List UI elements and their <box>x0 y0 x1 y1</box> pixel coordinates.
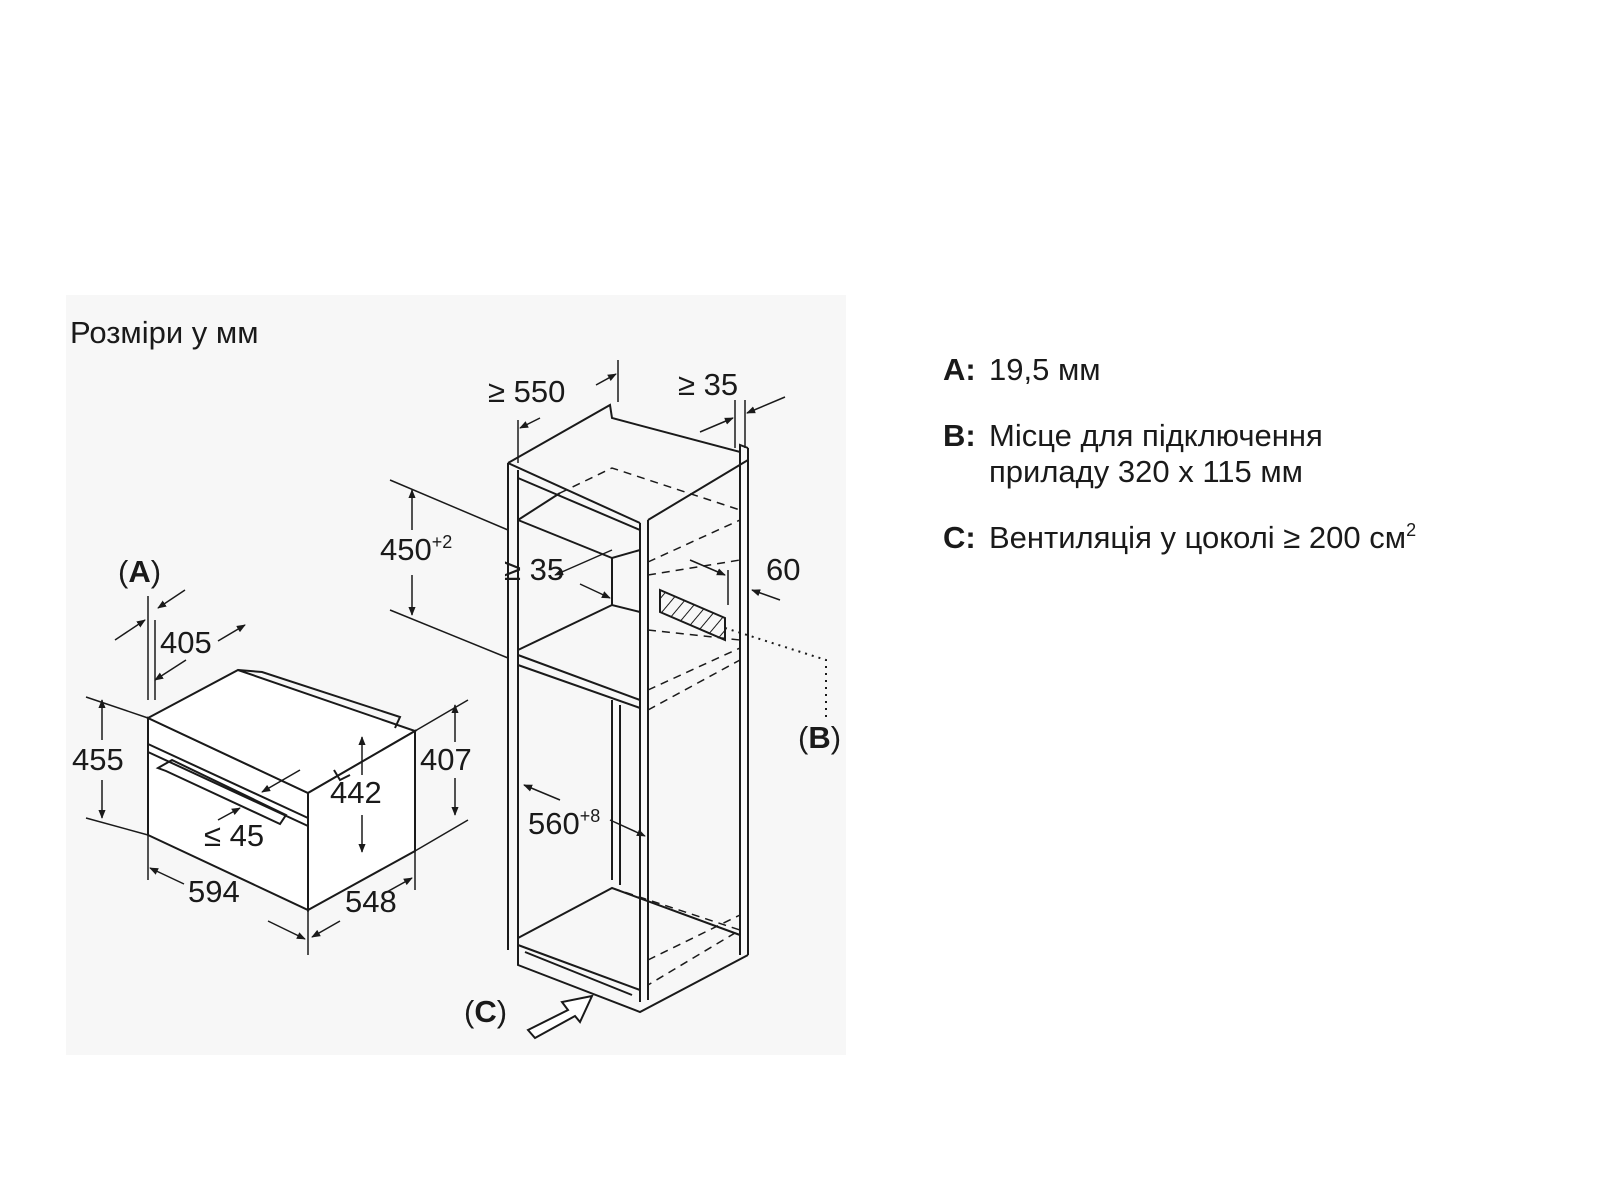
oven-width-top-label: 405 <box>160 625 212 660</box>
oven-handle-gap-label: ≤ 45 <box>204 818 264 853</box>
legend-superscript: 2 <box>1406 520 1417 540</box>
oven-handle <box>155 758 288 826</box>
oven-width-front-label: 594 <box>188 874 240 909</box>
cabinet-drawing <box>507 403 749 1014</box>
legend-text: 19,5 мм <box>989 352 1101 387</box>
oven-height-right-label: 407 <box>420 742 472 777</box>
legend-item-a: A: 19,5 мм <box>943 352 1563 388</box>
ventilation-arrow-c <box>526 994 594 1040</box>
cabinet-niche-height-label: 450+2 <box>380 532 452 567</box>
legend-item-b: B: Місце для підключення приладу 320 x 1… <box>943 418 1563 490</box>
oven-height-left-label: 455 <box>72 742 124 777</box>
cabinet-dimension-lines <box>389 360 786 837</box>
legend-text: Місце для підключення приладу 320 x 115 … <box>989 418 1323 489</box>
oven-height-inner-label: 442 <box>330 775 382 810</box>
legend: A: 19,5 мм B: Місце для підключення прил… <box>943 352 1563 586</box>
cabinet-shelf-gap-label: ≥ 35 <box>504 552 564 587</box>
legend-item-c: C: Вентиляція у цоколі ≥ 200 см2 <box>943 520 1563 556</box>
connection-area-b <box>659 588 726 642</box>
cabinet-back-gap-label: ≥ 35 <box>678 367 738 402</box>
oven-dimension-lines <box>85 589 469 955</box>
legend-text-body: Вентиляція у цоколі ≥ 200 см <box>989 520 1407 555</box>
connection-leader-b <box>724 627 827 720</box>
cabinet-b-label: (B) <box>798 720 841 755</box>
diagram-caption: Розміри у мм <box>70 315 259 350</box>
cabinet-c-label: (C) <box>464 994 507 1029</box>
cabinet-depth-label: ≥ 550 <box>488 374 565 409</box>
cabinet-hidden-lines <box>559 467 742 986</box>
drawing-panel <box>66 295 846 1055</box>
legend-text: Вентиляція у цоколі ≥ 200 см2 <box>989 520 1416 556</box>
oven-depth-label: 548 <box>345 884 397 919</box>
oven-a-label: (A) <box>118 554 161 589</box>
legend-letter: A: <box>943 352 976 387</box>
legend-letter: B: <box>943 418 976 453</box>
cabinet-side-60-label: 60 <box>766 552 800 587</box>
cabinet-inner-width-label: 560+8 <box>528 806 600 841</box>
legend-letter: C: <box>943 520 976 555</box>
